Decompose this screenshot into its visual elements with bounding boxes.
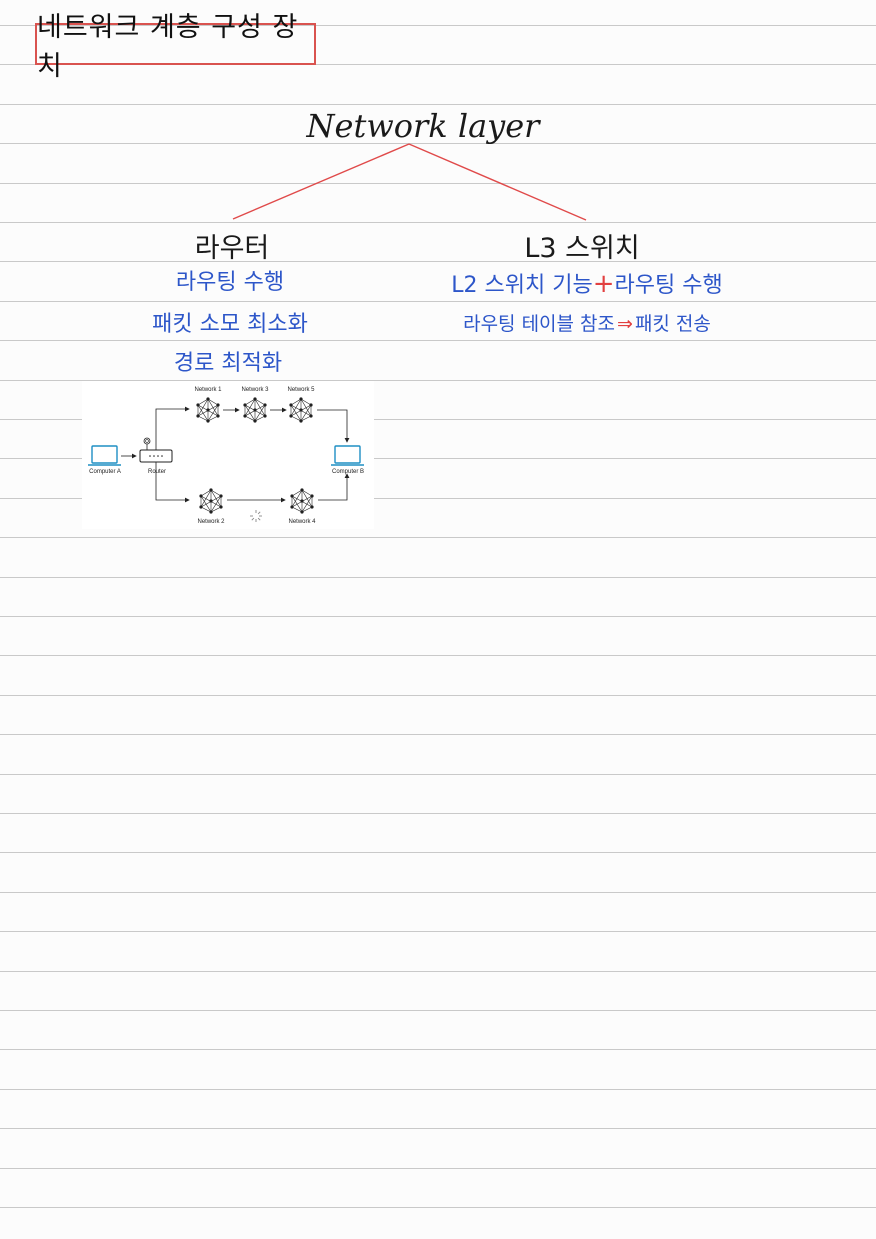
network-5-label: Network 5	[287, 387, 315, 393]
l3switch-line2-a: 라우팅 테이블 참조	[463, 313, 616, 335]
plus-sign: +	[592, 269, 615, 299]
network-4-label: Network 4	[288, 519, 316, 525]
router-item-2: 패킷 소모 최소화	[152, 312, 308, 337]
l3switch-line-2: 라우팅 테이블 참조⇒패킷 전송	[463, 309, 711, 336]
computer-b-label: Computer B	[332, 469, 364, 475]
l3switch-heading: L3 스위치	[524, 233, 640, 264]
loading-spinner-icon	[250, 510, 262, 522]
branch-line-l3switch	[408, 143, 587, 221]
computer-a-label: Computer A	[89, 469, 121, 475]
network-1-label: Network 1	[194, 387, 222, 393]
l3switch-line-1: L2 스위치 기능+라우팅 수행	[451, 267, 722, 299]
double-arrow-icon: ⇒	[617, 313, 633, 335]
l3switch-line2-b: 패킷 전송	[634, 313, 711, 335]
router-item-3: 경로 최적화	[173, 351, 283, 376]
l3switch-line1-a: L2 스위치 기능	[451, 273, 593, 298]
computer-a-laptop-icon	[88, 445, 121, 466]
page-title-text: 네트워크 계층 구성 장치	[37, 12, 299, 82]
l3switch-line1-b: 라우팅 수행	[614, 273, 723, 298]
computer-b-laptop-icon	[331, 445, 364, 466]
router-label: Router	[148, 469, 166, 475]
tree-connectors	[232, 143, 587, 221]
root-label: Network layer	[306, 107, 540, 145]
router-heading: 라우터	[194, 233, 270, 264]
network-3-label: Network 3	[241, 387, 269, 393]
router-item-1: 라우팅 수행	[175, 270, 285, 295]
page-title: 네트워크 계층 구성 장치	[35, 12, 316, 82]
branch-line-router	[232, 143, 410, 220]
routing-diagram: Computer A Router Network 1 Network 3 Ne…	[82, 381, 374, 529]
network-2-label: Network 2	[197, 519, 225, 525]
